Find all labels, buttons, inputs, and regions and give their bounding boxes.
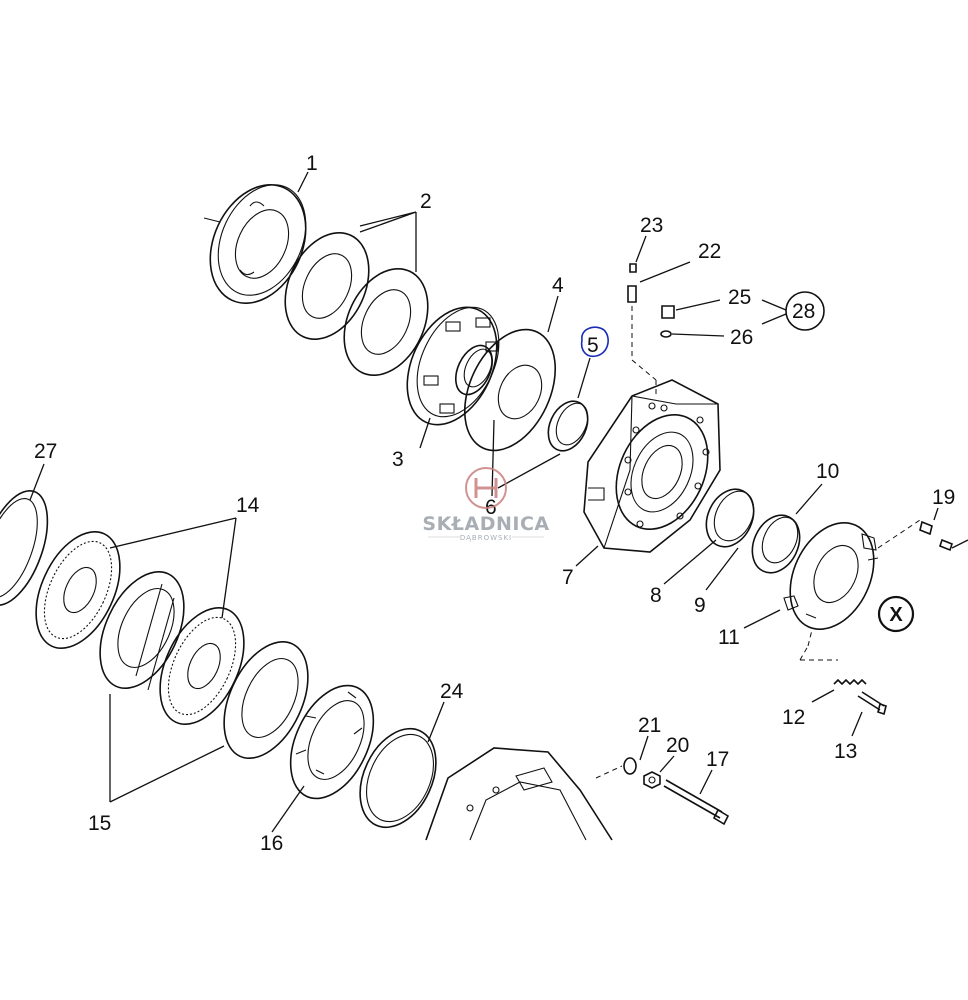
watermark-sub: DĄBROWSKI bbox=[460, 534, 512, 542]
label-part-12: 12 bbox=[782, 706, 805, 729]
label-part-28: 28 bbox=[792, 300, 815, 323]
label-part-10: 10 bbox=[816, 460, 839, 483]
label-part-13: 13 bbox=[834, 740, 857, 763]
part-20-nut bbox=[643, 771, 661, 789]
part-22-23-fittings bbox=[627, 263, 675, 396]
part-7-housing bbox=[583, 379, 721, 553]
label-part-22: 22 bbox=[698, 240, 721, 263]
watermark-brand: SKŁADNICA bbox=[422, 513, 549, 535]
label-part-1: 1 bbox=[306, 152, 318, 175]
section-marker: X bbox=[877, 595, 915, 633]
part-13-bolt bbox=[857, 691, 887, 716]
part-8-ring bbox=[705, 488, 755, 548]
part-24-gasket bbox=[359, 727, 437, 829]
label-part-3: 3 bbox=[392, 448, 404, 471]
label-part-23: 23 bbox=[640, 214, 663, 237]
part-11-flange bbox=[783, 519, 921, 631]
label-part-20: 20 bbox=[666, 734, 689, 757]
label-part-17: 17 bbox=[706, 748, 729, 771]
label-part-16: 16 bbox=[260, 832, 283, 855]
highlight-part-5 bbox=[580, 326, 609, 358]
part-4-seal-ring bbox=[463, 328, 557, 452]
part-16-cage bbox=[289, 684, 375, 800]
part-5-o-ring bbox=[547, 400, 589, 452]
leader-lines bbox=[29, 171, 939, 833]
label-part-26: 26 bbox=[730, 326, 753, 349]
part-labels: 1 2 3 4 5 6 7 8 9 10 11 12 13 14 15 16 1… bbox=[34, 152, 955, 855]
label-part-9: 9 bbox=[694, 594, 706, 617]
part-17-stud-bolt bbox=[663, 779, 730, 826]
label-part-15: 15 bbox=[88, 812, 111, 835]
part-12-spring bbox=[799, 629, 867, 686]
label-part-25: 25 bbox=[728, 286, 751, 309]
label-part-27: 27 bbox=[34, 440, 57, 463]
part-27-disc bbox=[0, 490, 49, 606]
part-14-friction-discs bbox=[35, 530, 245, 726]
label-part-21: 21 bbox=[638, 714, 661, 737]
part-15-steel-plates bbox=[99, 570, 309, 760]
label-part-5: 5 bbox=[587, 334, 599, 357]
label-part-24: 24 bbox=[440, 680, 464, 703]
part-1-end-plate bbox=[203, 184, 307, 304]
axle-housing bbox=[425, 747, 613, 841]
watermark-logo-icon bbox=[465, 467, 507, 509]
part-10-bearing bbox=[751, 514, 801, 574]
part-2-discs bbox=[284, 231, 429, 377]
label-part-19: 19 bbox=[932, 486, 955, 509]
label-part-8: 8 bbox=[650, 584, 662, 607]
label-part-4: 4 bbox=[552, 274, 564, 297]
label-part-14: 14 bbox=[236, 494, 260, 517]
label-part-11: 11 bbox=[718, 626, 740, 649]
watermark: SKŁADNICA DĄBROWSKI bbox=[422, 467, 549, 542]
label-part-2: 2 bbox=[420, 190, 432, 213]
section-marker-label: X bbox=[889, 604, 903, 626]
part-21-washer bbox=[595, 757, 637, 779]
part-19-pins bbox=[919, 520, 968, 552]
label-part-7: 7 bbox=[562, 566, 574, 589]
part-3-piston bbox=[406, 306, 500, 426]
part-28-circle bbox=[785, 291, 825, 331]
